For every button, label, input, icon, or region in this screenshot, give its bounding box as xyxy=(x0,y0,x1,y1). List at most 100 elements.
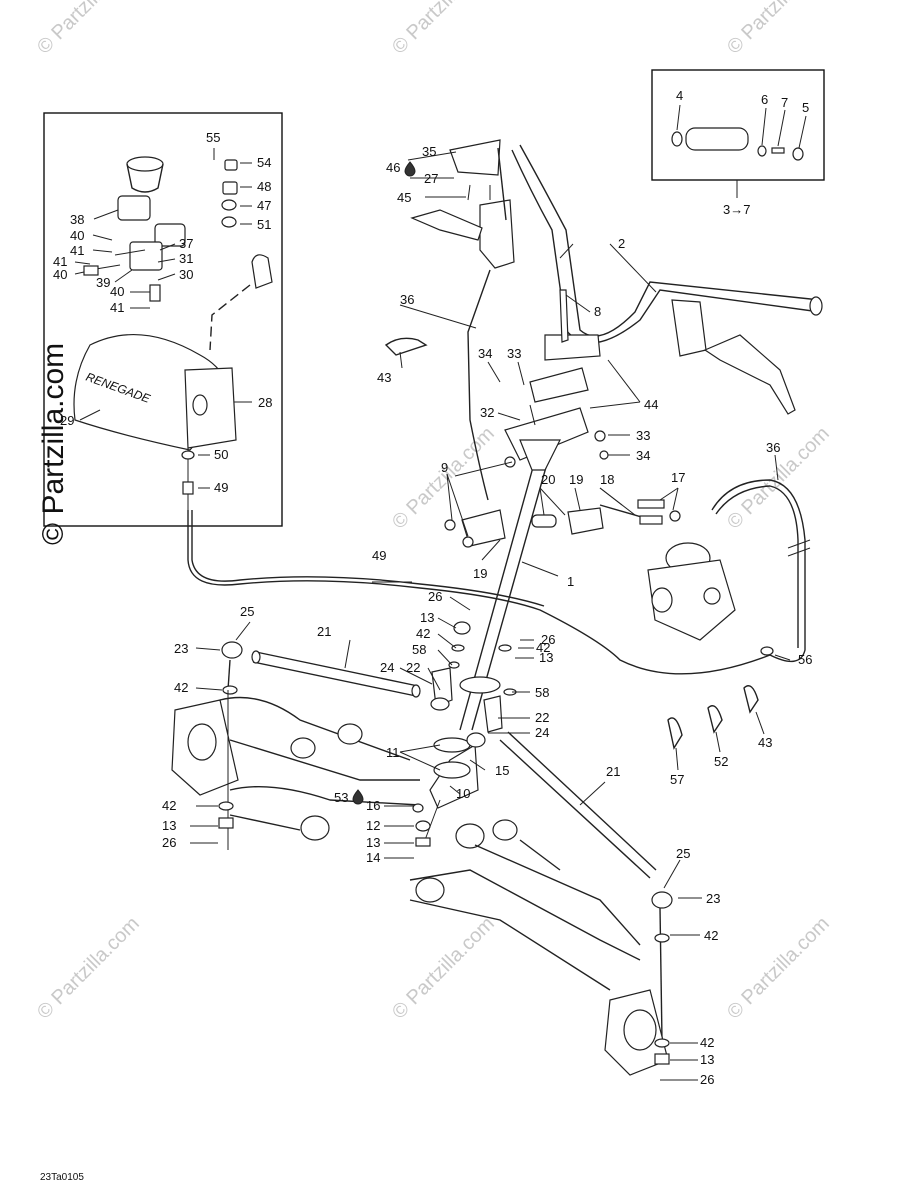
callout-42: 42 xyxy=(162,798,176,813)
callout-31: 31 xyxy=(179,251,193,266)
callout-41: 41 xyxy=(110,300,124,315)
callout-30: 30 xyxy=(179,267,193,282)
callout-26: 26 xyxy=(162,835,176,850)
callout-43: 43 xyxy=(758,735,772,750)
watermark: © Partzilla.com xyxy=(33,913,144,1024)
tie-rod-left xyxy=(221,641,453,711)
callout-37: 37 xyxy=(179,236,193,251)
callout-29: 29 xyxy=(60,413,74,428)
diagram-code: 23Ta0105 xyxy=(40,1172,84,1183)
callout-46: 46 xyxy=(386,160,400,175)
callout-42: 42 xyxy=(700,1035,714,1050)
leader-lines xyxy=(74,148,791,1081)
callout-22: 22 xyxy=(535,710,549,725)
callout-34: 34 xyxy=(478,346,492,361)
callout-45: 45 xyxy=(397,190,411,205)
callout-44: 44 xyxy=(644,397,658,412)
cable-clips xyxy=(384,337,774,750)
callout-54: 54 xyxy=(257,155,271,170)
callout-58: 58 xyxy=(412,642,426,657)
callout-25: 25 xyxy=(240,604,254,619)
callout-26: 26 xyxy=(428,589,442,604)
callout-7: 7 xyxy=(781,95,788,110)
callout-36: 36 xyxy=(400,292,414,307)
callout-34: 34 xyxy=(636,448,650,463)
a-arm-left xyxy=(171,690,421,850)
detail-box-grips xyxy=(651,69,825,181)
callout-24: 24 xyxy=(380,660,394,675)
callout-38: 38 xyxy=(70,212,84,227)
callout-9: 9 xyxy=(441,460,448,475)
callout-58: 58 xyxy=(535,685,549,700)
callout-48: 48 xyxy=(257,179,271,194)
callout-23: 23 xyxy=(174,641,188,656)
callout-28: 28 xyxy=(258,395,272,410)
callout-19: 19 xyxy=(569,472,583,487)
callout-49: 49 xyxy=(372,548,386,563)
watermark: © Partzilla.com xyxy=(388,913,499,1024)
callout-47: 47 xyxy=(257,198,271,213)
callout-55: 55 xyxy=(206,130,220,145)
steering-support xyxy=(444,499,681,548)
callout-21: 21 xyxy=(606,764,620,779)
callout-40: 40 xyxy=(70,228,84,243)
callout-10: 10 xyxy=(456,786,470,801)
callout-13: 13 xyxy=(539,650,553,665)
callout-43: 43 xyxy=(377,370,391,385)
callout-51: 51 xyxy=(257,217,271,232)
callout-40: 40 xyxy=(110,284,124,299)
tie-rod-right xyxy=(466,695,673,1041)
callout-56: 56 xyxy=(798,652,812,667)
callout-19: 19 xyxy=(473,566,487,581)
callout-49: 49 xyxy=(214,480,228,495)
callout-17: 17 xyxy=(671,470,685,485)
callout-33: 33 xyxy=(636,428,650,443)
callout-20: 20 xyxy=(541,472,555,487)
callout-5: 5 xyxy=(802,100,809,115)
steering-column xyxy=(424,439,561,841)
callout-25: 25 xyxy=(676,846,690,861)
callout-15: 15 xyxy=(495,763,509,778)
watermark: © Partzilla.com xyxy=(388,0,499,59)
callout-53: 53 xyxy=(334,790,348,805)
callout-33: 33 xyxy=(507,346,521,361)
callout-35: 35 xyxy=(422,144,436,159)
callout-42: 42 xyxy=(536,640,550,655)
callout-13: 13 xyxy=(366,835,380,850)
watermark: © Partzilla.com xyxy=(33,0,144,59)
callout-12: 12 xyxy=(366,818,380,833)
a-arm-right xyxy=(409,819,670,1076)
callout-6: 6 xyxy=(761,92,768,107)
callout-32: 32 xyxy=(480,405,494,420)
callout-42: 42 xyxy=(174,680,188,695)
callout-27: 27 xyxy=(424,171,438,186)
callout-14: 14 xyxy=(366,850,380,865)
callout-16: 16 xyxy=(366,798,380,813)
callout-13: 13 xyxy=(162,818,176,833)
callout-26: 26 xyxy=(700,1072,714,1087)
callout-36: 36 xyxy=(766,440,780,455)
callout-39: 39 xyxy=(96,275,110,290)
callout-41: 41 xyxy=(70,243,84,258)
callout-26: 26 xyxy=(541,632,555,647)
watermark: © Partzilla.com xyxy=(723,0,834,59)
callout-13: 13 xyxy=(700,1052,714,1067)
callout-42: 42 xyxy=(416,626,430,641)
oil-drop-icon xyxy=(404,161,416,177)
callout-8: 8 xyxy=(594,304,601,319)
carburetor xyxy=(647,479,811,663)
callout-labels: 4 6 7 5 3→7 55 54 48 47 51 38 40 41 41 4… xyxy=(53,88,812,1087)
oil-drop-icon xyxy=(352,789,364,805)
callout-4: 4 xyxy=(676,88,683,103)
callout-2: 2 xyxy=(618,236,625,251)
throttle-cable xyxy=(187,510,771,675)
callout-21: 21 xyxy=(317,624,331,639)
callout-52: 52 xyxy=(714,754,728,769)
callout-18: 18 xyxy=(600,472,614,487)
callout-24: 24 xyxy=(535,725,549,740)
watermark: © Partzilla.com xyxy=(723,913,834,1024)
column-fasteners xyxy=(412,621,517,847)
watermark-large: © Partzilla.com xyxy=(37,343,70,545)
callout-22: 22 xyxy=(406,660,420,675)
